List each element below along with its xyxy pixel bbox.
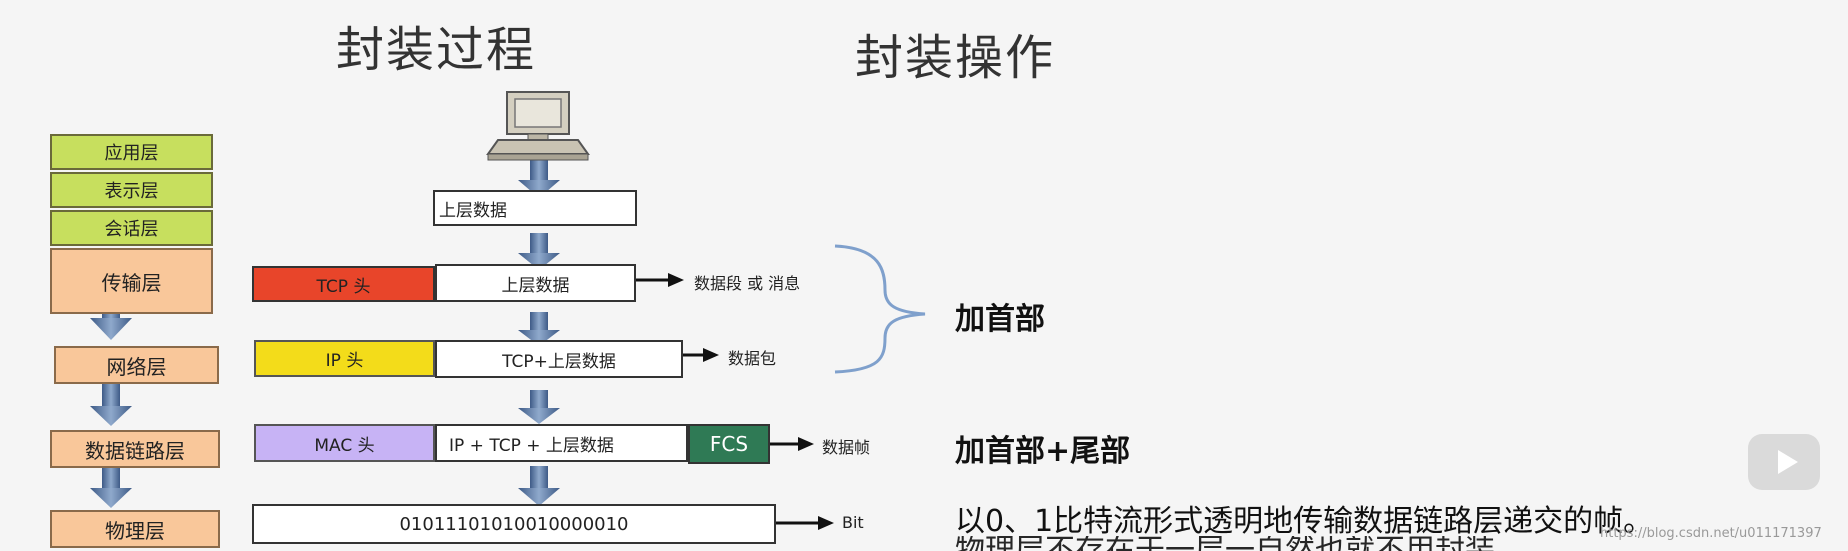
layer-transport: 传输层 (50, 248, 213, 314)
physical-description-cut: 物理层不存在于一层一自然也就不用封装 (955, 536, 1495, 551)
physical-description: 以0、1比特流形式透明地传输数据链路层递交的帧。 (955, 504, 1654, 539)
layer-network: 网络层 (54, 346, 219, 384)
center-arrow-1 (518, 160, 560, 198)
add-header-trailer-text: 加首部+尾部 (955, 434, 1131, 469)
bit-label: Bit (842, 513, 864, 532)
add-header-text: 加首部 (955, 302, 1045, 337)
ip-header-box: IP 头 (254, 340, 435, 377)
layer-arrow-3 (90, 468, 132, 508)
right-arrow-mac (770, 437, 814, 451)
mac-data-box: IP + TCP + 上层数据 (435, 424, 688, 462)
tcp-header-box: TCP 头 (252, 266, 435, 302)
upper-data-box: 上层数据 (433, 190, 637, 226)
center-arrow-4 (518, 390, 560, 424)
ip-data-box: TCP+上层数据 (435, 340, 683, 378)
right-arrow-bit (776, 516, 834, 530)
curly-brace (834, 244, 926, 374)
center-arrow-5 (518, 466, 560, 506)
mac-label: 数据帧 (822, 438, 871, 457)
ip-label: 数据包 (728, 349, 777, 368)
layer-session: 会话层 (50, 210, 213, 246)
operation-title: 封装操作 (855, 30, 1056, 86)
right-arrow-ip (683, 348, 719, 362)
computer-icon (486, 91, 590, 161)
center-arrow-3 (518, 312, 560, 346)
layer-data-link: 数据链路层 (50, 430, 220, 468)
fcs-trailer-box: FCS (688, 424, 770, 464)
tcp-label: 数据段 或 消息 (694, 274, 801, 293)
layer-physical: 物理层 (50, 510, 220, 548)
play-icon (1748, 434, 1820, 490)
bit-stream-box: 010111010100100000​10 (252, 504, 776, 544)
mac-header-box: MAC 头 (254, 424, 435, 462)
layer-application: 应用层 (50, 134, 213, 170)
process-title: 封装过程 (336, 22, 537, 78)
watermark: https://blog.csdn.net/u011171397 (1600, 526, 1822, 541)
center-arrow-2 (518, 233, 560, 270)
layer-presentation: 表示层 (50, 172, 213, 208)
layer-arrow-2 (90, 384, 132, 426)
tcp-data-box: 上层数据 (435, 264, 636, 302)
play-triangle-icon (1778, 450, 1798, 474)
right-arrow-tcp (636, 273, 684, 287)
